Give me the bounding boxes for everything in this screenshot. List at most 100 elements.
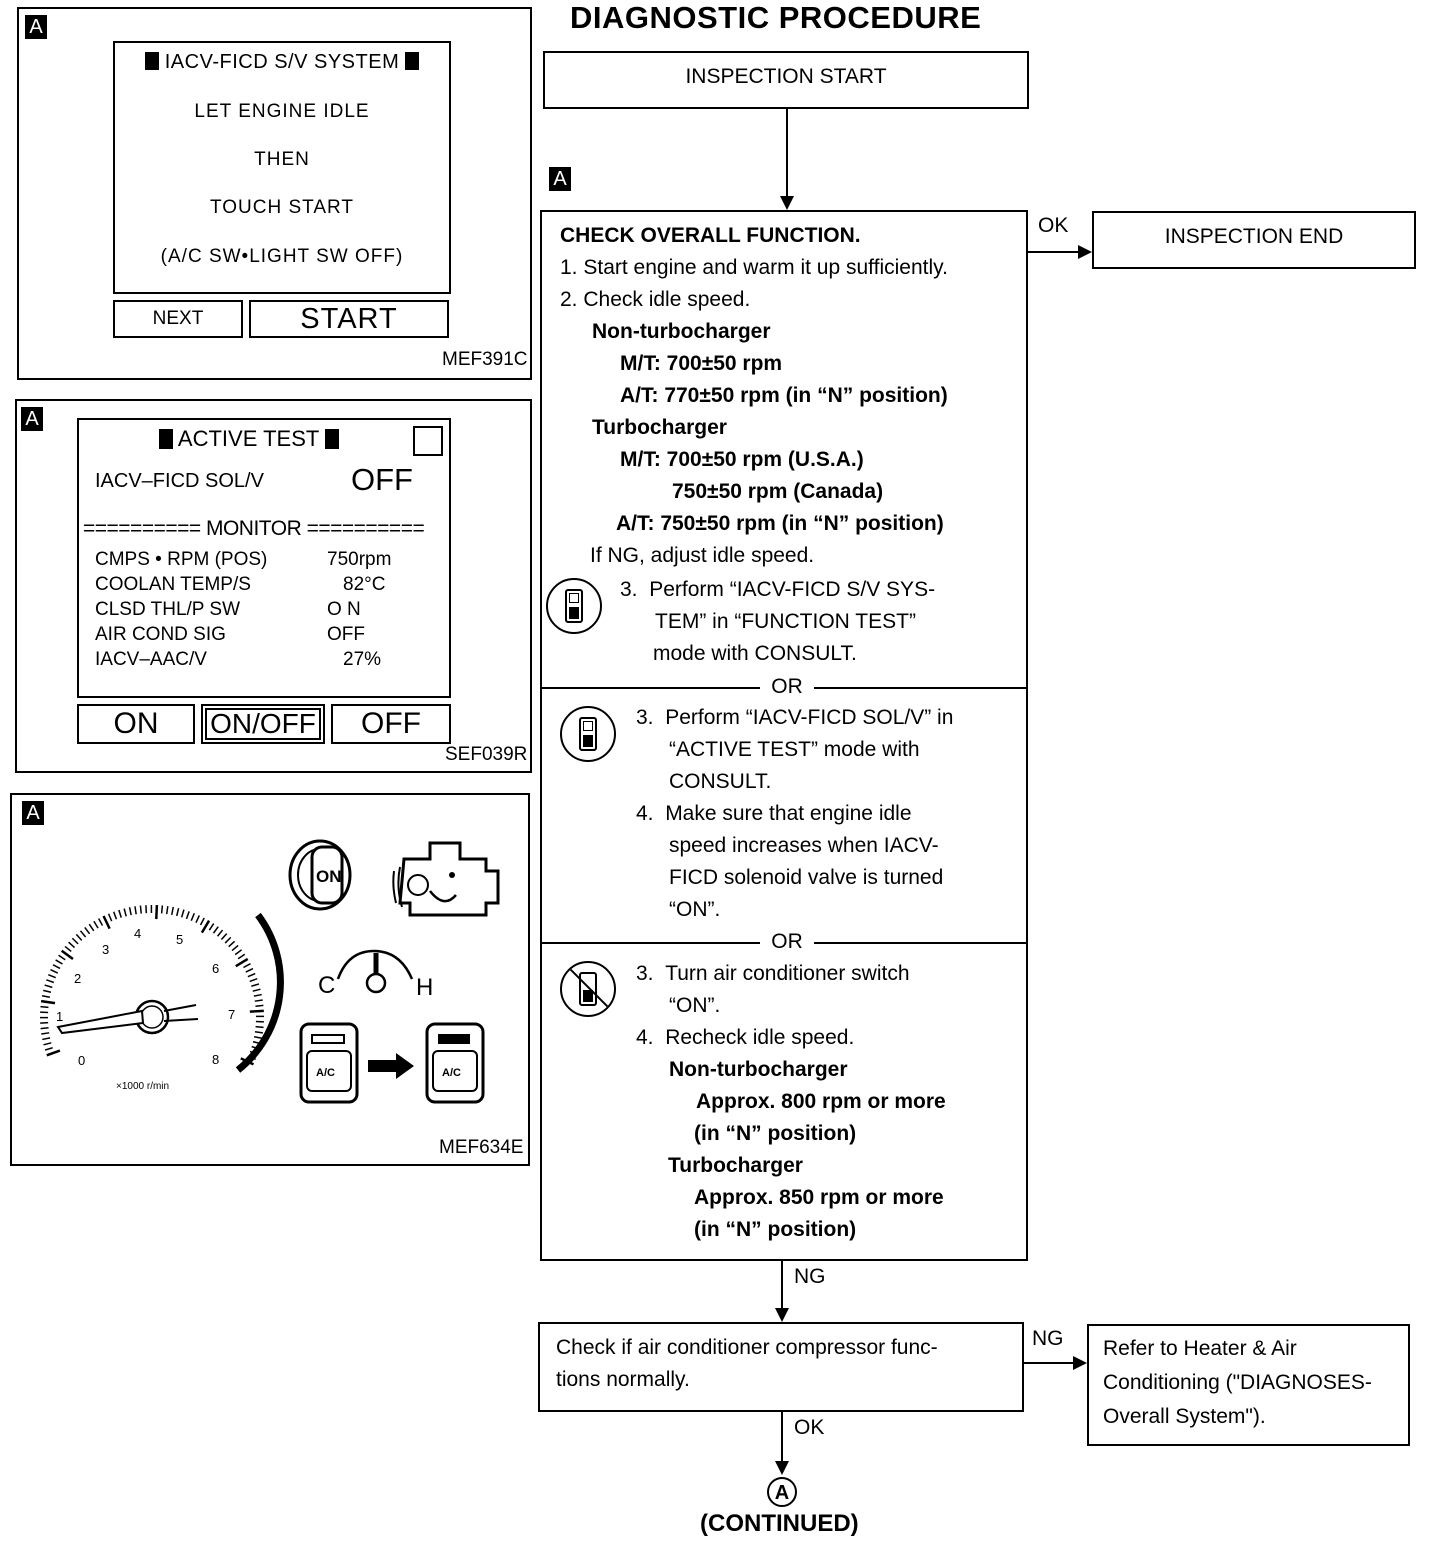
tach-tick bbox=[107, 913, 113, 922]
monitor-header: ========== MONITOR ========== bbox=[83, 517, 425, 540]
tach-number: 2 bbox=[74, 971, 81, 986]
refer-box: Refer to Heater & Air Conditioning ("DIA… bbox=[1087, 1324, 1410, 1446]
tach-tick bbox=[60, 949, 74, 961]
consult-screen-panel-active-test: A ACTIVE TEST IACV–FICD SOL/V OFF ======… bbox=[15, 399, 532, 773]
screen-line-3: TOUCH START bbox=[209, 197, 354, 218]
tach-number: 5 bbox=[176, 932, 183, 947]
screen-line-4: (A/C SW•LIGHT SW OFF) bbox=[160, 246, 404, 267]
tach-tick bbox=[79, 930, 87, 938]
arrow-right-icon bbox=[368, 1053, 414, 1079]
tach-tick bbox=[160, 905, 164, 914]
tach-tick bbox=[128, 907, 132, 916]
checkbox-icon[interactable] bbox=[413, 426, 443, 456]
tach-tick bbox=[253, 993, 262, 997]
screen-title: ACTIVE TEST bbox=[177, 426, 319, 451]
consult-display: ACTIVE TEST IACV–FICD SOL/V OFF ========… bbox=[77, 418, 451, 698]
start-button[interactable]: START bbox=[249, 300, 449, 338]
tach-tick bbox=[52, 964, 61, 970]
tach-tick bbox=[251, 983, 260, 987]
tach-tick bbox=[165, 906, 169, 915]
screen-line-1: LET ENGINE IDLE bbox=[194, 101, 370, 122]
tach-tick bbox=[175, 908, 180, 917]
tach-tick bbox=[249, 1009, 264, 1013]
next-button[interactable]: NEXT bbox=[113, 300, 243, 338]
tach-tick bbox=[84, 926, 91, 935]
on-button[interactable]: ON bbox=[77, 704, 195, 744]
tach-tick bbox=[180, 909, 185, 918]
tach-tick bbox=[252, 988, 261, 992]
tach-tick bbox=[234, 949, 243, 956]
arrow-down-icon bbox=[775, 1461, 789, 1475]
tach-tick bbox=[48, 974, 56, 979]
tach-tick bbox=[43, 989, 52, 994]
tach-tick bbox=[170, 906, 174, 916]
continued-label: (CONTINUED) bbox=[700, 1510, 859, 1537]
check-overall-function-box: CHECK OVERALL FUNCTION. 1. Start engine … bbox=[540, 210, 1028, 1261]
title-block-right-icon bbox=[405, 52, 420, 70]
arrow-right-icon bbox=[1078, 245, 1092, 259]
option2-text: 3. Perform “IACV-FICD SOL/V” in “ACTIVE … bbox=[636, 706, 954, 921]
tach-number: 0 bbox=[78, 1053, 85, 1068]
off-button[interactable]: OFF bbox=[331, 704, 451, 744]
tach-tick bbox=[255, 1025, 264, 1029]
tach-tick bbox=[255, 1004, 264, 1007]
or-label: OR bbox=[760, 675, 814, 699]
tach-tick bbox=[75, 933, 83, 941]
tach-tick bbox=[249, 977, 258, 983]
consult-display: IACV-FICD S/V SYSTEM LET ENGINE IDLE THE… bbox=[113, 41, 451, 294]
svg-text:A/C: A/C bbox=[442, 1067, 461, 1079]
tach-tick bbox=[208, 923, 215, 931]
tach-tick bbox=[98, 918, 104, 926]
tach-tick bbox=[50, 968, 59, 974]
svg-text:H: H bbox=[416, 974, 433, 1001]
tach-tick bbox=[216, 929, 224, 937]
title-block-left-icon bbox=[159, 429, 173, 449]
tach-tick bbox=[237, 953, 246, 960]
inspection-end-box: INSPECTION END bbox=[1092, 211, 1416, 269]
svg-text:C: C bbox=[318, 972, 335, 999]
tach-tick bbox=[134, 906, 137, 915]
tach-unit: ×1000 r/min bbox=[116, 1081, 169, 1092]
tach-tick bbox=[40, 1027, 49, 1030]
tach-tick bbox=[190, 913, 195, 921]
tach-tick bbox=[155, 905, 159, 920]
step-tag: A bbox=[549, 167, 571, 191]
tach-tick bbox=[220, 933, 228, 941]
figure-ref: MEF391C bbox=[442, 349, 528, 370]
consult-screen-panel-function-test: A IACV-FICD S/V SYSTEM LET ENGINE IDLE T… bbox=[17, 7, 532, 380]
connector-line bbox=[1024, 1362, 1074, 1364]
tach-tick bbox=[254, 999, 263, 1002]
ok-label: OK bbox=[1038, 214, 1069, 237]
ac-switch-on-icon: A/C bbox=[425, 1022, 485, 1104]
tach-number: 6 bbox=[212, 961, 219, 976]
screen-title-row: IACV-FICD S/V SYSTEM bbox=[115, 51, 449, 74]
consult-tool-icon bbox=[560, 706, 616, 762]
tach-tick bbox=[123, 908, 127, 917]
tach-tick bbox=[93, 920, 99, 929]
tach-number: 8 bbox=[212, 1052, 219, 1067]
tach-tick bbox=[247, 972, 256, 978]
ok-label: OK bbox=[794, 1416, 825, 1439]
tach-tick bbox=[46, 979, 55, 984]
tach-tick bbox=[41, 1032, 50, 1035]
tachometer-icon: 0 1 2 3 4 5 6 7 8 ×1000 r/min bbox=[39, 904, 284, 1092]
tach-tick bbox=[71, 937, 79, 945]
tach-tick bbox=[231, 944, 239, 952]
inspection-start-box: INSPECTION START bbox=[543, 51, 1029, 109]
tach-tick bbox=[253, 1035, 263, 1039]
connector-line bbox=[786, 109, 788, 197]
figure-ref: SEF039R bbox=[445, 744, 528, 765]
ng-label: NG bbox=[794, 1265, 826, 1288]
tach-tick bbox=[118, 909, 122, 918]
page-title: DIAGNOSTIC PROCEDURE bbox=[570, 0, 982, 35]
compressor-check-box: Check if air conditioner compressor func… bbox=[538, 1322, 1024, 1412]
consult-tool-icon bbox=[546, 578, 602, 634]
tach-tick bbox=[42, 1037, 51, 1041]
panel-tag: A bbox=[25, 15, 47, 39]
on-off-button[interactable]: ON/OFF bbox=[201, 704, 325, 744]
ng-label: NG bbox=[1032, 1327, 1064, 1350]
svg-text:ON: ON bbox=[316, 867, 342, 886]
arrow-right-icon bbox=[1073, 1356, 1087, 1370]
screen-line-2: THEN bbox=[254, 149, 310, 170]
ac-idle-illustration-panel: A 0 1 2 3 4 5 6 7 8 ×1000 r/min ON bbox=[10, 793, 530, 1166]
